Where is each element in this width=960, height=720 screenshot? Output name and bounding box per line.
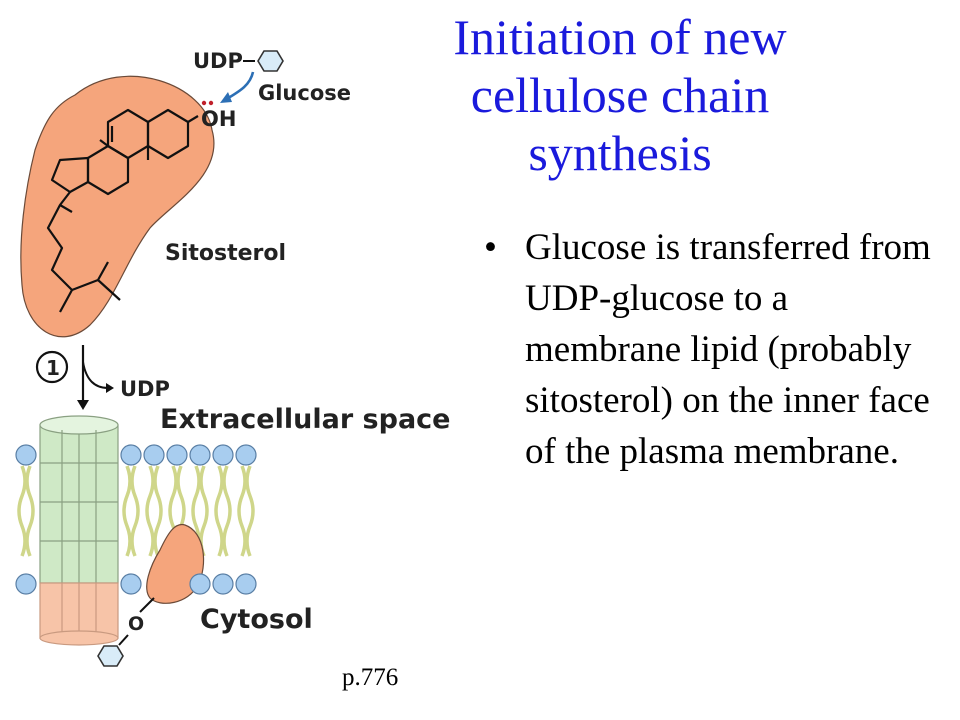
step-arrow-head-icon [77,400,89,410]
step-1-circle [35,350,69,384]
sitosterol-o-bond [139,597,155,613]
page-reference: p.776 [342,664,399,691]
cytosol-label: Cytosol [200,604,313,635]
bullet-item: • Glucose is transferred from UDP-glucos… [478,222,938,477]
step-number: 1 [46,356,60,380]
sitosterol-in-membrane [146,523,205,604]
lone-pair-dot [208,100,214,106]
lone-pair-dot [201,100,207,106]
o-glucose-bond [118,634,129,646]
oxygen-label: O [128,613,144,635]
slide-title: Initiation of new cellulose chain synthe… [453,9,787,181]
udp-release-arrow [82,361,109,389]
membrane-heads-top [15,444,257,466]
glucose-label: Glucose [258,81,351,105]
extracellular-label: Extracellular space [160,404,450,435]
membrane-lipid-tails [17,465,255,557]
membrane-heads-bottom [15,573,257,595]
transfer-arrowhead-icon [220,92,232,103]
cellulose-initiation-diagram: UDP Glucose OH Sitosterol 1 UDP Extracel… [15,49,450,667]
glucose-hexagon-icon [97,645,124,667]
sitosterol-label: Sitosterol [165,241,286,266]
bullet-symbol: • [484,227,497,268]
sterol-ring-skeleton [46,108,199,313]
udp-top-label: UDP [193,49,243,73]
oh-label: OH [201,107,236,131]
cellulose-synthase-complex [39,415,119,646]
bullet-list: • Glucose is transferred from UDP-glucos… [478,222,938,477]
udp-released-label: UDP [120,377,170,401]
udp-release-arrowhead-icon [106,383,114,393]
bullet-text: Glucose is transferred from UDP-glucose … [525,227,931,472]
sitosterol-blob [20,75,215,338]
glucose-hexagon-icon [257,50,284,72]
